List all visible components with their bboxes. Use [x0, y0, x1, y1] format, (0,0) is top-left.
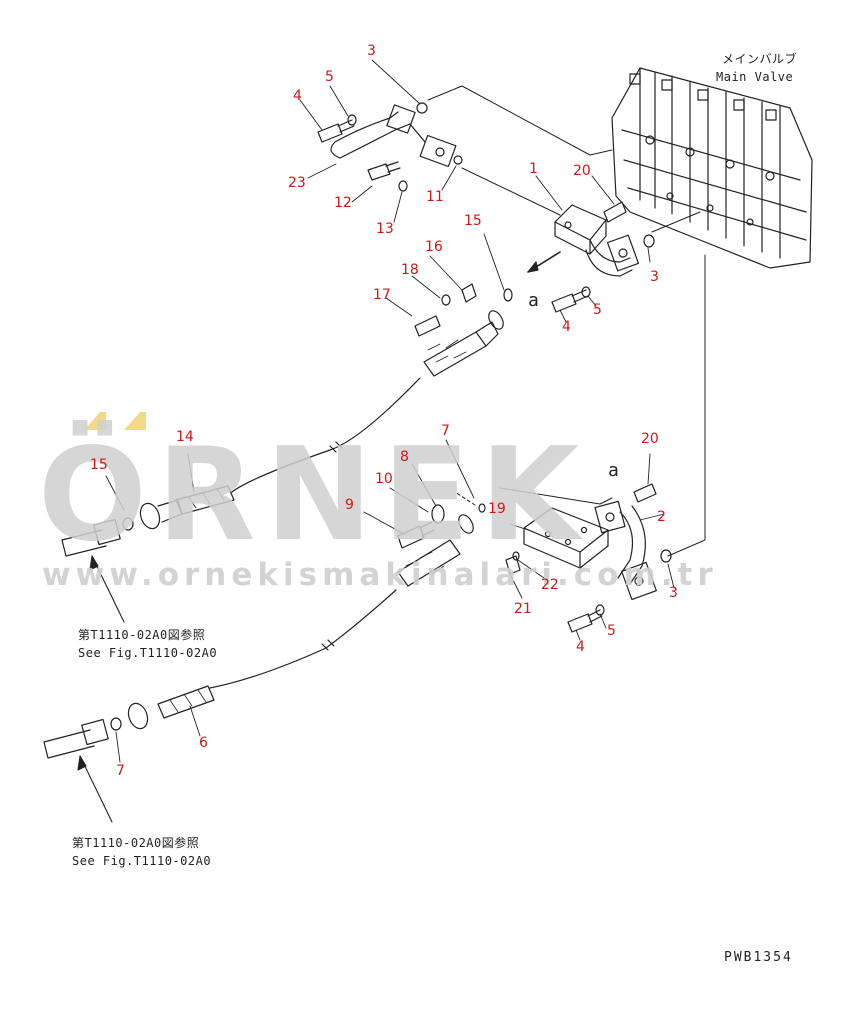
callout-5[interactable]: 5 [325, 69, 334, 85]
callout-22[interactable]: 22 [541, 577, 559, 593]
view-mark-a: a [528, 290, 540, 311]
main-valve-label-en: Main Valve [716, 70, 794, 84]
middle-fittings [209, 503, 486, 689]
upper-hose [231, 283, 513, 493]
mid-bolt-4 [551, 286, 591, 313]
callout-4[interactable]: 4 [293, 88, 302, 104]
callout-18[interactable]: 18 [401, 262, 419, 278]
lower-right-assembly [505, 483, 672, 633]
callout-3[interactable]: 3 [650, 269, 659, 285]
view-mark-a: a [608, 460, 620, 481]
callout-2[interactable]: 2 [657, 509, 666, 525]
main-valve-label-jp: メインバルブ [722, 52, 798, 66]
callout-4[interactable]: 4 [576, 639, 585, 655]
callout-10[interactable]: 10 [375, 471, 393, 487]
callout-12[interactable]: 12 [334, 195, 352, 211]
callout-8[interactable]: 8 [400, 449, 409, 465]
block-part-1 [527, 201, 655, 277]
watermark-umlaut-dots [84, 412, 146, 430]
callout-5[interactable]: 5 [607, 623, 616, 639]
callout-7[interactable]: 7 [441, 423, 450, 439]
main-valve-block [611, 67, 813, 269]
reference-1-en[interactable]: See Fig.T1110-02A0 [78, 646, 218, 660]
callout-5[interactable]: 5 [593, 302, 602, 318]
reference-arrows [77, 555, 125, 823]
callout-7[interactable]: 7 [116, 763, 125, 779]
callout-1[interactable]: 1 [529, 161, 538, 177]
callout-6[interactable]: 6 [199, 735, 208, 751]
callout-23[interactable]: 23 [288, 175, 306, 191]
callout-3[interactable]: 3 [367, 43, 376, 59]
callout-4[interactable]: 4 [562, 319, 571, 335]
callout-19[interactable]: 19 [488, 501, 506, 517]
callout-9[interactable]: 9 [345, 497, 354, 513]
callout-20[interactable]: 20 [573, 163, 591, 179]
callout-11[interactable]: 11 [426, 189, 444, 205]
callout-15[interactable]: 15 [464, 213, 482, 229]
callout-16[interactable]: 16 [425, 239, 443, 255]
callout-20[interactable]: 20 [641, 431, 659, 447]
reference-1-jp: 第T1110-02A0図参照 [78, 628, 206, 642]
leader-lines [427, 85, 706, 557]
callout-13[interactable]: 13 [376, 221, 394, 237]
callout-21[interactable]: 21 [514, 601, 532, 617]
callout-leaders [105, 59, 675, 763]
drawing-code: PWB1354 [724, 950, 793, 965]
reference-2-jp: 第T1110-02A0図参照 [72, 836, 200, 850]
callout-15[interactable]: 15 [90, 457, 108, 473]
callout-14[interactable]: 14 [176, 429, 194, 445]
upper-bolts [317, 114, 408, 192]
watermark-brand: ÖRNEK [38, 421, 590, 570]
hose-6-fitting [43, 685, 215, 759]
hose-14-fitting [61, 485, 235, 557]
watermark-url: www.ornekismakinalari.com.tr [42, 557, 718, 593]
reference-2-en[interactable]: See Fig.T1110-02A0 [72, 854, 212, 868]
callout-17[interactable]: 17 [373, 287, 391, 303]
callout-3[interactable]: 3 [669, 585, 678, 601]
upper-tube-23 [330, 102, 463, 168]
